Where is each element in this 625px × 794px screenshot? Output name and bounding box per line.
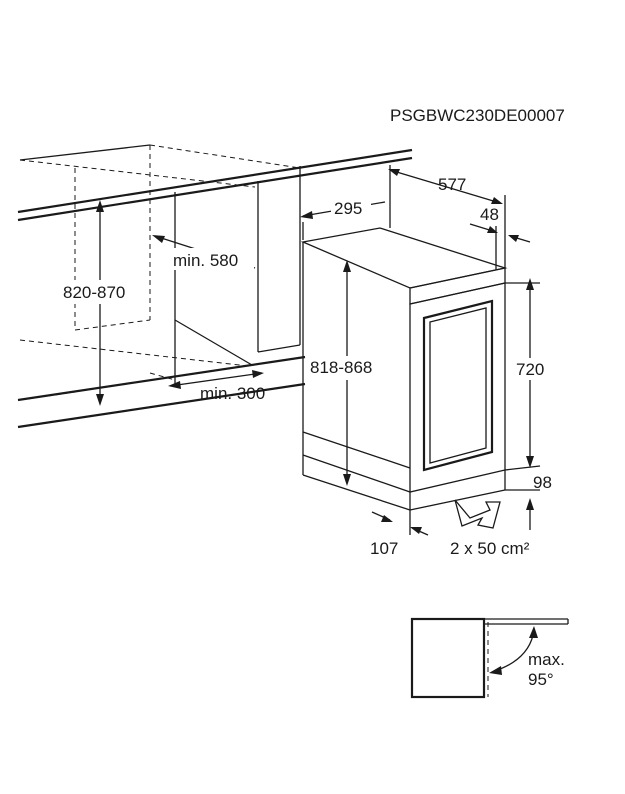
niche-depth-dimension: min. 580: [152, 235, 256, 270]
niche-width-label: min. 300: [200, 384, 265, 403]
niche-depth-label: min. 580: [173, 251, 238, 270]
ventilation-arrow-icon: 2 x 50 cm²: [450, 499, 530, 558]
door-angle-label: 95°: [528, 670, 554, 689]
door-height-label: 720: [516, 360, 544, 379]
plinth-depth-dimension: 107: [370, 510, 429, 558]
niche-height-dimension: 820-870: [58, 200, 142, 406]
appliance-depth-label: 577: [438, 175, 466, 194]
door-offset-dimension: 48: [469, 205, 531, 270]
plinth-height-dimension: 98: [505, 473, 552, 530]
appliance-width-label: 295: [334, 199, 362, 218]
appliance-depth-dimension: 577: [388, 165, 506, 268]
appliance-height-label: 818-868: [310, 358, 372, 377]
document-code: PSGBWC230DE00007: [390, 106, 565, 125]
door-opening-label: max.: [528, 650, 565, 669]
door-height-dimension: 720: [504, 278, 552, 471]
plinth-height-label: 98: [533, 473, 552, 492]
appliance-width-dimension: 295: [300, 198, 386, 240]
niche-width-dimension: min. 300: [168, 370, 265, 403]
plinth-depth-label: 107: [370, 539, 398, 558]
appliance-height-dimension: 818-868: [308, 260, 388, 486]
door-opening-plan: max. 95°: [410, 617, 569, 699]
ventilation-label: 2 x 50 cm²: [450, 539, 530, 558]
door-offset-label: 48: [480, 205, 499, 224]
niche-height-label: 820-870: [63, 283, 125, 302]
